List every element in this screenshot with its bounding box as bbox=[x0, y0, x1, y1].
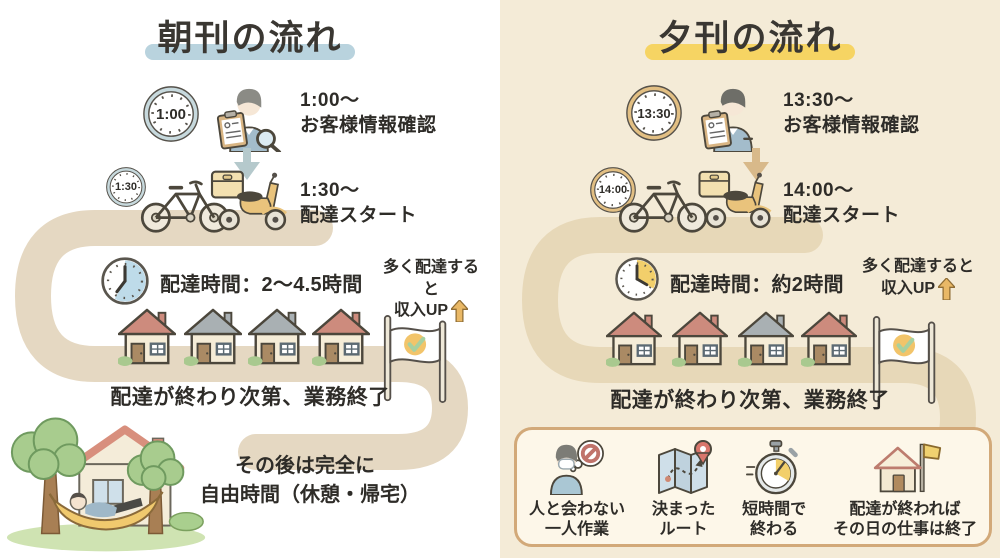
house-icon bbox=[801, 308, 857, 368]
down-arrow-icon bbox=[234, 148, 260, 182]
house-icon bbox=[312, 305, 370, 367]
house-icon bbox=[672, 308, 728, 368]
house-icon bbox=[738, 308, 794, 368]
evening-title: 夕刊の流れ bbox=[645, 10, 855, 61]
route-map-icon bbox=[655, 439, 713, 495]
evening-finish-text: 配達が終わり次第、業務終了 bbox=[610, 389, 890, 412]
house-icon bbox=[606, 308, 662, 368]
house-icon bbox=[184, 305, 242, 367]
evening-delivery-time: 配達時間：約2時間 bbox=[670, 274, 844, 296]
morning-delivery-time: 配達時間：2〜4.5時間 bbox=[160, 274, 363, 296]
benefit-fixed-route: 決まった ルート bbox=[652, 439, 715, 541]
clock-face-icon bbox=[626, 85, 682, 141]
delivery-scooter-icon bbox=[688, 166, 780, 232]
morning-panel: 朝刊の流れ 1:00 bbox=[2, 10, 484, 554]
up-arrow-icon bbox=[938, 277, 956, 300]
stopwatch-icon bbox=[744, 439, 804, 495]
house-icon bbox=[118, 305, 176, 367]
benefit-work-done: 配達が終われば その日の仕事は終了 bbox=[833, 439, 977, 541]
morning-route-road bbox=[15, 210, 468, 470]
house-finish-flag-icon bbox=[867, 439, 943, 495]
bicycle-icon bbox=[614, 174, 712, 234]
benefit-label: 人と会わない 一人作業 bbox=[529, 501, 626, 539]
morning-free-time-text: その後は完全に 自由時間（休憩・帰宅） bbox=[200, 455, 420, 506]
down-arrow-icon bbox=[743, 148, 769, 182]
hammock-relax-illustration bbox=[2, 402, 220, 554]
benefit-label: 短時間で 終わる bbox=[742, 501, 807, 539]
evening-step1-text: 13:30〜 お客様情報確認 bbox=[783, 90, 920, 137]
staff-clipboard-icon bbox=[696, 86, 770, 152]
delivery-time-clock-icon bbox=[100, 256, 150, 306]
staff-clipboard-magnifier-icon bbox=[212, 86, 286, 152]
house-icon bbox=[248, 305, 306, 367]
goal-flag-checkmark-icon bbox=[383, 312, 449, 406]
clock-badge-13-30: 13:30 bbox=[626, 85, 682, 141]
bicycle-icon bbox=[136, 174, 234, 234]
benefit-label: 配達が終われば その日の仕事は終了 bbox=[832, 501, 977, 539]
morning-income-note: 多く配達すると 収入UP bbox=[378, 257, 484, 323]
clock-badge-1-30: 1:30 bbox=[106, 167, 146, 207]
benefit-short-time: 短時間で 終わる bbox=[742, 439, 806, 541]
evening-step2-text: 14:00〜 配達スタート bbox=[783, 180, 901, 227]
delivery-time-clock-icon bbox=[614, 256, 660, 302]
benefit-solo-work: 人と会わない 一人作業 bbox=[529, 439, 625, 541]
clock-face-icon bbox=[590, 167, 636, 213]
evening-benefits-box: 人と会わない 一人作業 bbox=[514, 427, 992, 547]
morning-step1-text: 1:00〜 お客様情報確認 bbox=[300, 90, 437, 137]
clock-badge-14-00: 14:00 bbox=[590, 167, 636, 213]
morning-step2-text: 1:30〜 配達スタート bbox=[300, 180, 418, 227]
up-arrow-icon bbox=[451, 300, 469, 323]
evening-panel: 夕刊の流れ 13:30 bbox=[500, 0, 1000, 558]
clock-face-icon bbox=[143, 86, 199, 142]
delivery-scooter-icon bbox=[200, 166, 296, 234]
benefit-label: 決まった ルート bbox=[651, 501, 716, 539]
clock-badge-1-00: 1:00 bbox=[143, 86, 199, 142]
goal-flag-checkmark-icon bbox=[872, 313, 938, 407]
morning-finish-text: 配達が終わり次第、業務終了 bbox=[110, 386, 390, 409]
masked-person-no-contact-icon bbox=[546, 439, 608, 495]
evening-income-note: 多く配達すると 収入UP bbox=[862, 256, 974, 300]
morning-title: 朝刊の流れ bbox=[145, 10, 355, 61]
clock-face-icon bbox=[106, 167, 146, 207]
